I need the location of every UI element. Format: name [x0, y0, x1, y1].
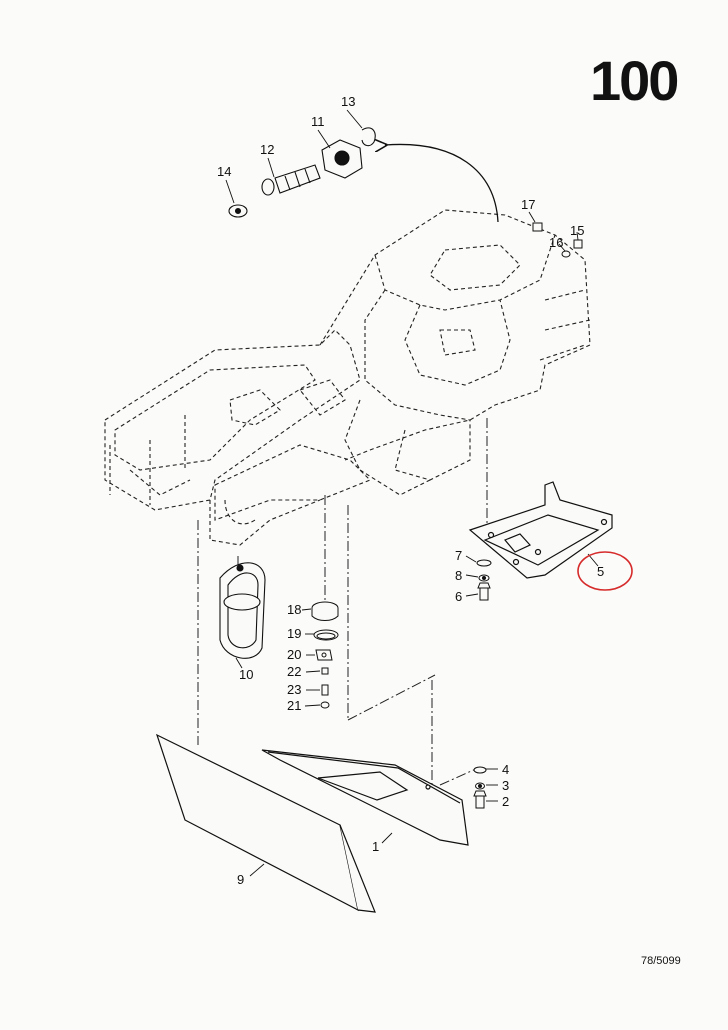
skid-plate-part-1 [261, 749, 469, 846]
part-label: 6 [455, 589, 462, 604]
part-label: 18 [287, 602, 301, 617]
pivot-assembly-11-14 [228, 127, 376, 218]
part-label: 16 [549, 235, 563, 250]
label-leader-lines [225, 109, 599, 877]
part-label: 12 [260, 142, 274, 157]
plug-hardware-18-23 [311, 601, 339, 709]
part-label: 19 [287, 626, 301, 641]
part-label: 8 [455, 568, 462, 583]
part-label: 3 [502, 778, 509, 793]
highlight-circle [577, 551, 633, 591]
part-labels: 1 2 3 4 5 6 7 8 9 10 11 12 13 14 15 16 1… [217, 94, 604, 887]
side-panel-part-9 [155, 733, 376, 913]
fastener-stack-6-8 [476, 559, 492, 601]
bolts-15-17 [532, 222, 583, 258]
part-label: 13 [341, 94, 355, 109]
part-label: 10 [239, 667, 253, 682]
relocation-arrow [385, 144, 499, 223]
part-label: 9 [237, 872, 244, 887]
part-label: 21 [287, 698, 301, 713]
part-label-highlighted: 5 [597, 564, 604, 579]
part-label: 23 [287, 682, 301, 697]
drawing-reference-code: 78/5099 [641, 955, 681, 967]
fastener-stack-2-4 [473, 766, 487, 809]
part-label: 22 [287, 664, 301, 679]
part-label: 1 [372, 839, 379, 854]
page-number: 100 [590, 49, 679, 112]
part-label: 2 [502, 794, 509, 809]
part-label: 4 [502, 762, 509, 777]
part-label: 15 [570, 223, 584, 238]
part-label: 20 [287, 647, 301, 662]
part-label: 11 [311, 114, 325, 129]
rear-guard-plate-part-5 [468, 481, 613, 579]
part-label: 17 [521, 197, 535, 212]
part-label: 7 [455, 548, 462, 563]
part-label: 14 [217, 164, 231, 179]
tractor-frame-outline [104, 209, 591, 546]
bracket-part-10 [219, 562, 266, 659]
